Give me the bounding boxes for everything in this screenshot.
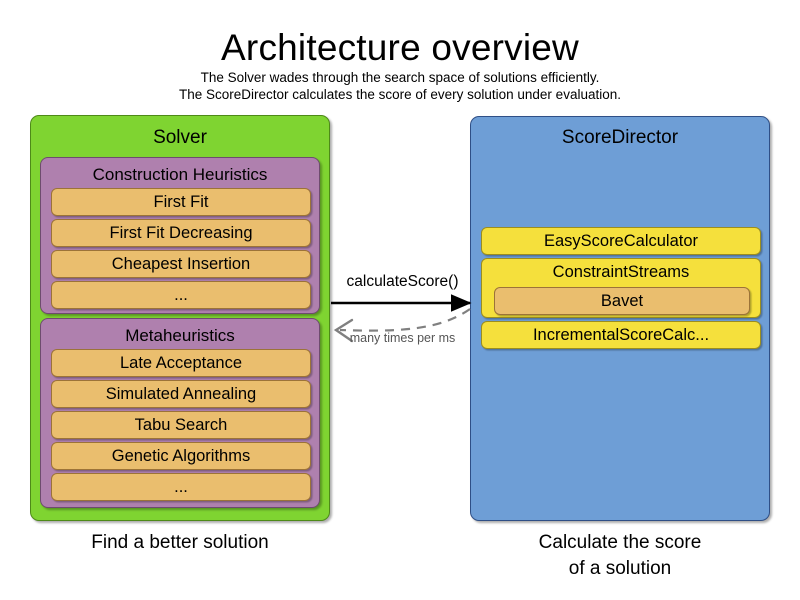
page-title: Architecture overview [221,27,579,68]
group-metaheuristics: Metaheuristics Late Acceptance Simulated… [40,318,320,508]
caption-scoredirector-line-2: of a solution [568,558,672,579]
solver-panel-title: Solver [153,127,207,148]
caption-solver: Find a better solution [91,532,269,553]
chip-genetic-algorithms[interactable]: Genetic Algorithms [51,442,311,470]
chip-tabu-search[interactable]: Tabu Search [51,411,311,439]
chip-incremental-score-calculator[interactable]: IncrementalScoreCalc... [481,321,761,349]
chip-late-acceptance[interactable]: Late Acceptance [51,349,311,377]
arrow-many-times-per-ms [339,308,471,332]
chip-cheapest-insertion[interactable]: Cheapest Insertion [51,250,311,278]
group-metaheuristics-title: Metaheuristics [125,326,235,345]
label-many-times-per-ms: many times per ms [349,331,456,345]
chip-metaheuristics-more[interactable]: ... [51,473,311,501]
scoredirector-panel: ScoreDirector EasyScoreCalculator Constr… [470,116,770,521]
label-calculate-score: calculateScore() [346,273,459,290]
scoredirector-panel-title: ScoreDirector [561,127,679,148]
chip-construction-more[interactable]: ... [51,281,311,309]
chip-bavet[interactable]: Bavet [494,287,750,315]
chip-simulated-annealing[interactable]: Simulated Annealing [51,380,311,408]
caption-scoredirector: Calculate the score of a solution [470,530,770,582]
chip-constraint-streams-label: ConstraintStreams [552,263,690,281]
chip-first-fit-decreasing[interactable]: First Fit Decreasing [51,219,311,247]
chip-easy-score-calculator[interactable]: EasyScoreCalculator [481,227,761,255]
chip-first-fit[interactable]: First Fit [51,188,311,216]
chip-constraint-streams[interactable]: ConstraintStreams Bavet [481,258,761,318]
subtitle-line-2: The ScoreDirector calculates the score o… [179,87,621,102]
group-construction-heuristics-title: Construction Heuristics [92,165,268,184]
caption-scoredirector-line-1: Calculate the score [538,532,702,553]
group-construction-heuristics: Construction Heuristics First Fit First … [40,157,320,314]
subtitle-line-1: The Solver wades through the search spac… [200,70,600,85]
